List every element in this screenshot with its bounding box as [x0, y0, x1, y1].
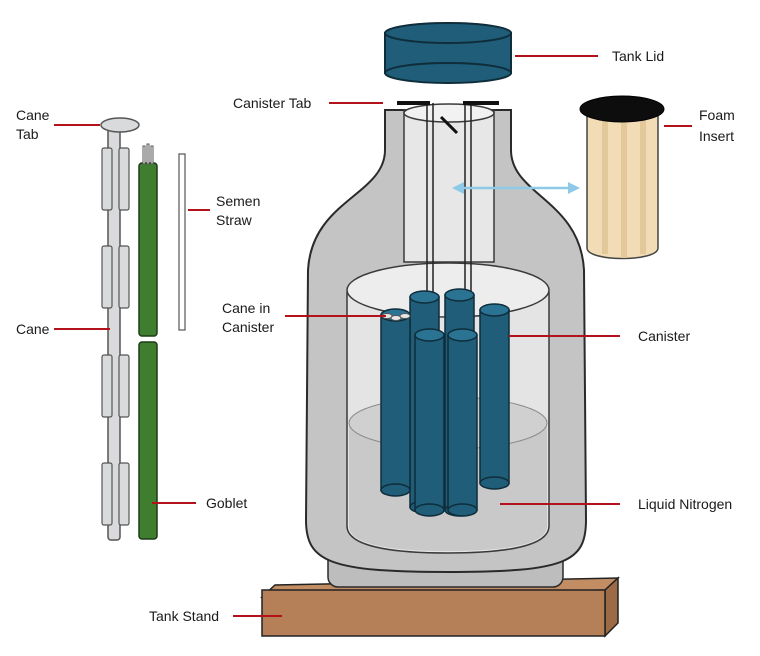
label-cane-tab-line1: Cane: [16, 107, 50, 123]
canisters: [380, 288, 510, 517]
label-tank-stand: Tank Stand: [149, 608, 219, 624]
canister-6: [447, 328, 478, 517]
label-cane-in-canister-line2: Canister: [222, 319, 274, 335]
label-canister: Canister: [638, 328, 690, 344]
label-cane-in-canister-line1: Cane in: [222, 300, 270, 316]
label-foam-insert-line2: Insert: [699, 128, 734, 144]
label-semen-straw-line1: Semen: [216, 193, 260, 209]
goblet-upper: [138, 143, 158, 337]
label-foam-insert: Foam Insert: [699, 107, 739, 144]
canister-5: [414, 328, 445, 517]
label-cane-tab: Cane Tab: [16, 107, 53, 142]
label-canister-tab: Canister Tab: [233, 95, 312, 111]
label-semen-straw-line2: Straw: [216, 212, 253, 228]
label-liquid-nitrogen: Liquid Nitrogen: [638, 496, 732, 512]
label-semen-straw: Semen Straw: [216, 193, 264, 228]
canister-tab-rods: [426, 103, 472, 310]
tank-lid: [384, 22, 512, 84]
foam-insert: [579, 95, 665, 260]
label-cane: Cane: [16, 321, 50, 337]
label-foam-insert-line1: Foam: [699, 107, 735, 123]
label-tank-lid: Tank Lid: [612, 48, 664, 64]
cane: [100, 117, 140, 541]
semen-straw: [178, 153, 186, 331]
label-cane-in-canister: Cane in Canister: [222, 300, 274, 335]
goblet-lower: [138, 341, 158, 540]
double-headed-arrow-icon: [452, 182, 580, 194]
labels: Tank Lid Canister Tab Foam Insert Cane T…: [16, 48, 739, 624]
leader-lines: [54, 55, 692, 617]
canister-4: [479, 303, 510, 490]
label-goblet: Goblet: [206, 495, 247, 511]
canister-3: [380, 308, 411, 497]
label-cane-tab-line2: Tab: [16, 126, 39, 142]
